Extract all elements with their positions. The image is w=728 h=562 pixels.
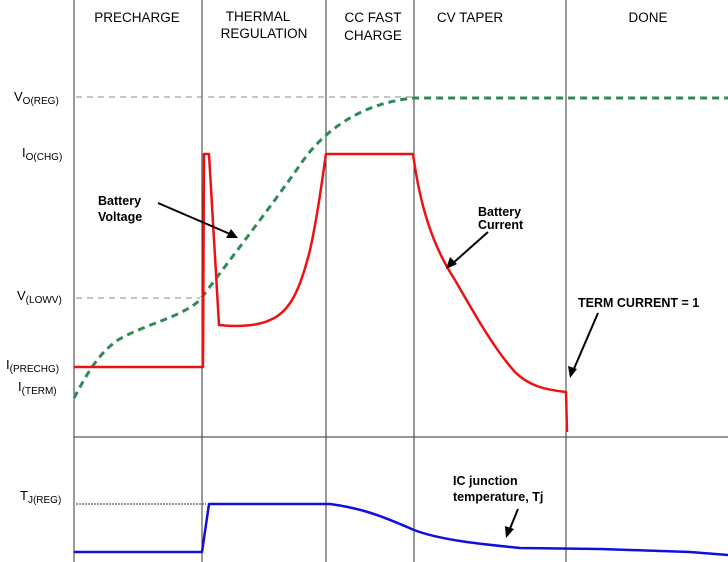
battery-current-curve [74, 152, 569, 433]
phase-done: DONE [628, 10, 667, 25]
phase-dividers [73, 0, 728, 562]
phase-regulation: REGULATION [221, 26, 308, 41]
battery-current-label-line2: Current [478, 218, 524, 232]
battery-voltage-curve [72, 96, 728, 399]
label-i-prechg: I(PRECHG) [6, 357, 59, 375]
reference-labels: VO(REG) IO(CHG) V(LOWV) I(PRECHG) I(TERM… [6, 89, 62, 506]
term-current-label: TERM CURRENT = 1 [578, 296, 699, 310]
reference-lines [76, 96, 414, 505]
term-current-arrow [568, 312, 599, 378]
junction-temp-label-line2: temperature, Tj [453, 490, 543, 504]
label-i-term: I(TERM) [18, 379, 57, 397]
battery-voltage-label: Battery [98, 194, 141, 208]
junction-temp-label: IC junction [453, 474, 518, 488]
battery-voltage-arrow [157, 202, 238, 238]
label-tj-reg: TJ(REG) [20, 488, 61, 506]
phase-cc-fast: CC FAST [344, 10, 401, 25]
battery-voltage-label-line2: Voltage [98, 210, 142, 224]
battery-current-label: Battery [478, 205, 521, 219]
label-io-chg: IO(CHG) [22, 145, 62, 163]
label-vo-reg: VO(REG) [14, 89, 59, 107]
phase-precharge: PRECHARGE [94, 10, 180, 25]
label-v-lowv: V(LOWV) [17, 288, 62, 306]
phase-headers: PRECHARGE THERMAL REGULATION CC FAST CHA… [94, 9, 667, 43]
junction-temp-arrow [505, 508, 519, 538]
phase-charge: CHARGE [344, 28, 402, 43]
junction-temperature-curve [74, 502, 728, 557]
phase-thermal: THERMAL [226, 9, 291, 24]
battery-current-arrow [446, 231, 489, 269]
phase-cv-taper: CV TAPER [437, 10, 504, 25]
